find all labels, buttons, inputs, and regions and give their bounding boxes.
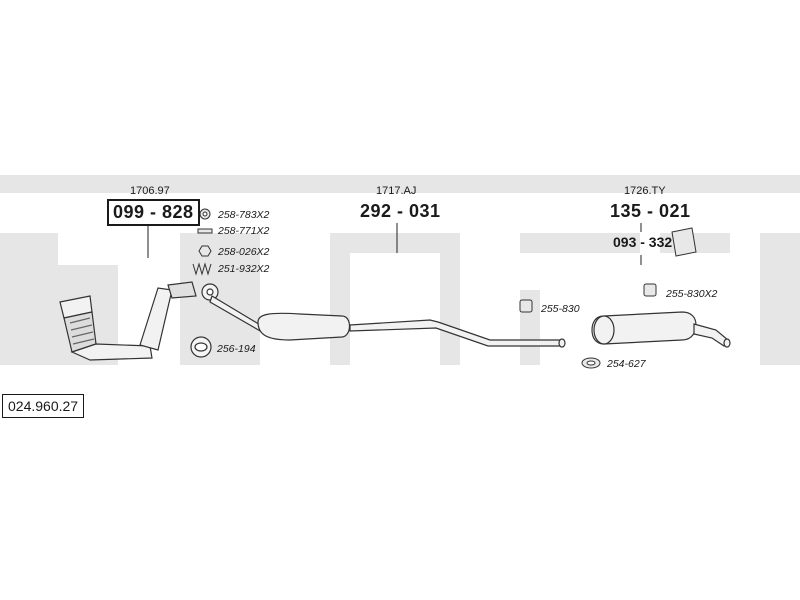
- leader-lines: [147, 223, 642, 265]
- fitting-code: 256-194: [217, 343, 256, 355]
- group-3-ref: 1726.TY: [624, 185, 666, 197]
- middle-pipe-part: [209, 295, 566, 348]
- catalytic-converter-part: [59, 281, 197, 361]
- nut-icon: [199, 208, 211, 220]
- group-1-ref: 1706.97: [130, 185, 170, 197]
- heat-shield-icon: [671, 227, 697, 257]
- spring-icon: [192, 262, 212, 276]
- rubber-hanger-icon: [643, 283, 657, 297]
- group-1-part-number: 099 - 828: [107, 199, 200, 226]
- fitting-code: 254-627: [607, 358, 646, 370]
- clamp-icon: [581, 357, 601, 369]
- group-3-extra-part-number: 093 - 332: [613, 234, 673, 250]
- fitting-code: 255-830: [541, 303, 580, 315]
- fitting-code: 258-771X2: [218, 225, 270, 237]
- rear-silencer-part: [591, 311, 731, 348]
- group-3-part-number: 135 - 021: [610, 201, 691, 221]
- hex-nut-icon: [198, 245, 212, 257]
- flange-part: [190, 283, 219, 358]
- fitting-code: 255-830X2: [666, 288, 718, 300]
- fitting-code: 258-783X2: [218, 209, 270, 221]
- fitting-code: 251-932X2: [218, 263, 270, 275]
- diagram-number: 024.960.27: [2, 394, 85, 418]
- rubber-hanger-icon: [519, 299, 533, 313]
- group-2-ref: 1717.AJ: [376, 185, 417, 197]
- bolt-icon: [197, 228, 213, 234]
- group-2-part-number: 292 - 031: [360, 201, 441, 221]
- fitting-code: 258-026X2: [218, 246, 270, 258]
